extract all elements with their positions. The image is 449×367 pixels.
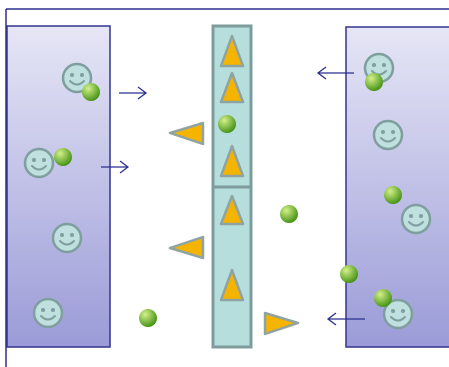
green-ball-icon [218,115,236,133]
smiley-icon [32,297,64,329]
channel-triangle-icon [219,268,245,302]
channel-triangle-icon [219,34,245,68]
smiley-icon [382,298,414,330]
left-pointing-triangle-icon [168,235,205,260]
arrow-right-icon [119,86,148,100]
channel-triangle-icon [219,144,245,178]
green-ball-icon [384,186,402,204]
smiley-icon [23,147,55,179]
arrow-right-icon [101,160,130,174]
smiley-icon [372,119,404,151]
channel-triangle-icon [219,194,245,226]
green-ball-icon [82,83,100,101]
green-ball-icon [139,309,157,327]
channel-triangle-icon [219,71,245,104]
green-ball-icon [340,265,358,283]
right-pointing-triangle-icon [263,311,300,336]
left-panel [6,25,111,348]
smiley-icon [61,62,93,94]
smiley-icon [400,203,432,235]
arrow-left-icon [316,66,354,80]
right-panel [345,26,449,348]
green-ball-icon [54,148,72,166]
left-pointing-triangle-icon [168,121,205,146]
green-ball-icon [374,289,392,307]
arrow-left-icon [326,312,365,326]
green-ball-icon [280,205,298,223]
green-ball-icon [365,73,383,91]
smiley-icon [51,222,83,254]
